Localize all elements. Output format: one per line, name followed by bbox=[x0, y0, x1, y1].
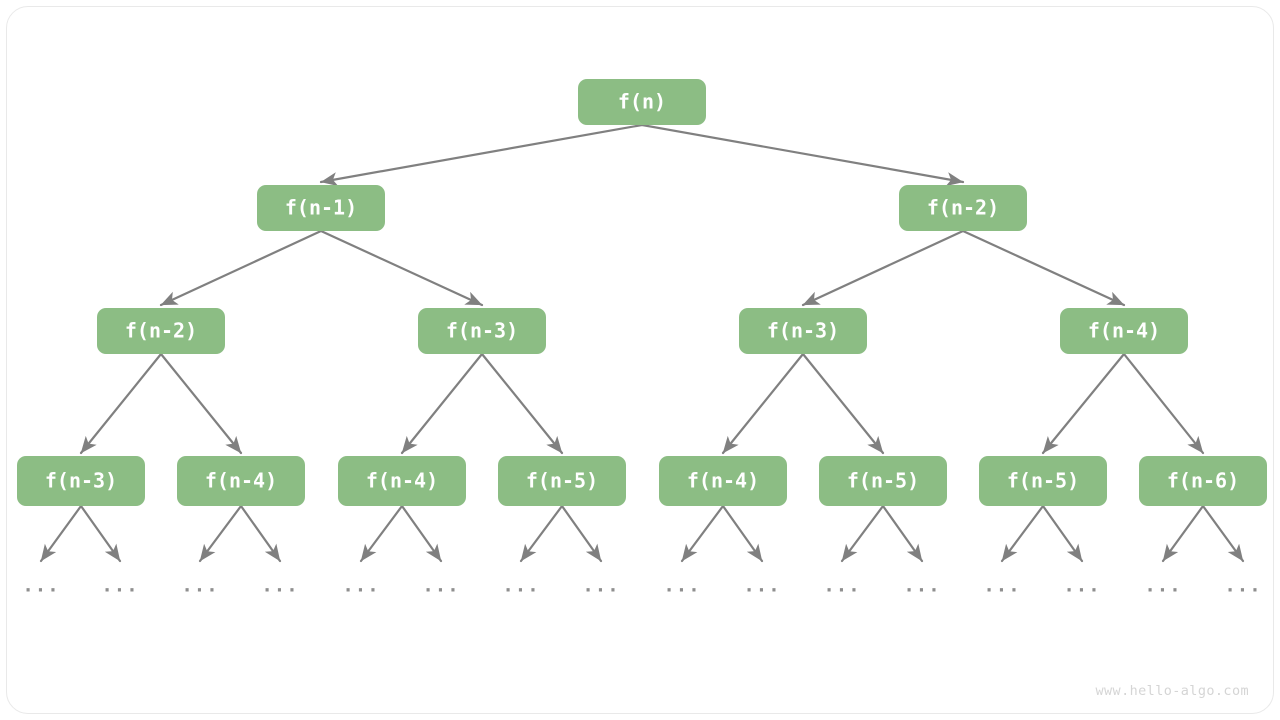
tree-node-label: f(n-5) bbox=[1007, 469, 1079, 493]
tree-node-label: f(n-5) bbox=[847, 469, 919, 493]
tree-node: f(n) bbox=[578, 79, 706, 125]
nodes-layer: f(n) f(n-1) f(n-2) f(n-2) f(n-3) f(n-3) f(n-4)… bbox=[17, 79, 1267, 506]
ellipsis-arrows-layer bbox=[39, 504, 1245, 563]
tree-edge bbox=[801, 229, 965, 307]
tree-node: f(n-4) bbox=[659, 456, 787, 506]
tree-edge-to-ellipsis bbox=[1000, 504, 1045, 563]
tree-edge bbox=[319, 123, 644, 187]
tree-node: f(n-5) bbox=[819, 456, 947, 506]
ellipsis-mark: ... bbox=[823, 575, 860, 597]
tree-node-label: f(n-6) bbox=[1167, 469, 1239, 493]
tree-edge-to-ellipsis bbox=[79, 504, 122, 563]
tree-node-box bbox=[1060, 308, 1188, 354]
tree-edge bbox=[1122, 352, 1205, 455]
tree-node-label: f(n-2) bbox=[927, 196, 999, 220]
tree-node-box bbox=[177, 456, 305, 506]
tree-edge-to-ellipsis bbox=[1201, 504, 1245, 563]
tree-node: f(n-2) bbox=[97, 308, 225, 354]
tree-node-label: f(n-4) bbox=[1088, 319, 1160, 343]
edges-layer bbox=[79, 123, 1205, 455]
tree-node: f(n-4) bbox=[1060, 308, 1188, 354]
tree-edge-to-ellipsis bbox=[1041, 504, 1084, 563]
tree-edge bbox=[79, 352, 163, 455]
tree-edge-to-ellipsis bbox=[39, 504, 83, 563]
tree-edge bbox=[721, 352, 805, 455]
tree-edge-to-ellipsis bbox=[239, 504, 282, 563]
ellipsis-mark: ... bbox=[101, 575, 138, 597]
tree-node-box bbox=[498, 456, 626, 506]
tree-node-box bbox=[979, 456, 1107, 506]
tree-edge-to-ellipsis bbox=[400, 504, 443, 563]
ellipsis-mark: ... bbox=[22, 575, 59, 597]
tree-node-box bbox=[17, 456, 145, 506]
ellipsis-mark: ... bbox=[1144, 575, 1181, 597]
ellipsis-mark: ... bbox=[342, 575, 379, 597]
ellipsis-mark: ... bbox=[1224, 575, 1261, 597]
ellipsis-mark: ... bbox=[422, 575, 459, 597]
tree-node-box bbox=[739, 308, 867, 354]
tree-node-box bbox=[899, 185, 1027, 231]
tree-node: f(n-5) bbox=[979, 456, 1107, 506]
ellipsis-mark: ... bbox=[582, 575, 619, 597]
tree-edge bbox=[159, 229, 323, 307]
ellipsis-mark: ... bbox=[983, 575, 1020, 597]
tree-edge-to-ellipsis bbox=[560, 504, 603, 563]
tree-node: f(n-3) bbox=[739, 308, 867, 354]
tree-node: f(n-6) bbox=[1139, 456, 1267, 506]
tree-edge bbox=[961, 229, 1126, 307]
tree-node-label: f(n-3) bbox=[45, 469, 117, 493]
tree-edge-to-ellipsis bbox=[840, 504, 885, 563]
tree-edge bbox=[319, 229, 484, 307]
tree-node-box bbox=[257, 185, 385, 231]
tree-node-box bbox=[97, 308, 225, 354]
tree-node: f(n-1) bbox=[257, 185, 385, 231]
tree-node-label: f(n-4) bbox=[366, 469, 438, 493]
ellipsis-layer: ........................................… bbox=[22, 575, 1261, 597]
tree-node-box bbox=[1139, 456, 1267, 506]
ellipsis-mark: ... bbox=[261, 575, 298, 597]
tree-node: f(n-4) bbox=[177, 456, 305, 506]
tree-edge bbox=[480, 352, 564, 455]
tree-node-label: f(n-2) bbox=[125, 319, 197, 343]
tree-node: f(n-4) bbox=[338, 456, 466, 506]
tree-edge bbox=[640, 123, 965, 187]
tree-edge-to-ellipsis bbox=[519, 504, 564, 563]
ellipsis-mark: ... bbox=[663, 575, 700, 597]
tree-edge bbox=[159, 352, 243, 455]
tree-node-box bbox=[819, 456, 947, 506]
tree-node-box bbox=[338, 456, 466, 506]
tree-edge-to-ellipsis bbox=[721, 504, 764, 563]
tree-node-label: f(n-3) bbox=[446, 319, 518, 343]
tree-edge-to-ellipsis bbox=[881, 504, 924, 563]
ellipsis-mark: ... bbox=[1063, 575, 1100, 597]
tree-node: f(n-5) bbox=[498, 456, 626, 506]
tree-edge bbox=[1041, 352, 1126, 455]
tree-edge-to-ellipsis bbox=[1161, 504, 1205, 563]
ellipsis-mark: ... bbox=[743, 575, 780, 597]
tree-node-box bbox=[418, 308, 546, 354]
ellipsis-mark: ... bbox=[502, 575, 539, 597]
tree-node-label: f(n-1) bbox=[285, 196, 357, 220]
tree-node-box bbox=[659, 456, 787, 506]
tree-node: f(n-3) bbox=[17, 456, 145, 506]
tree-node-label: f(n-5) bbox=[526, 469, 598, 493]
figure-frame: f(n) f(n-1) f(n-2) f(n-2) f(n-3) f(n-3) f(n-4)… bbox=[6, 6, 1274, 714]
tree-edge-to-ellipsis bbox=[359, 504, 404, 563]
tree-edge-to-ellipsis bbox=[198, 504, 243, 563]
recursion-tree-graphic: f(n) f(n-1) f(n-2) f(n-2) f(n-3) f(n-3) f(n-4)… bbox=[17, 79, 1267, 597]
tree-edge bbox=[400, 352, 484, 455]
tree-node-box bbox=[578, 79, 706, 125]
tree-node-label: f(n-4) bbox=[687, 469, 759, 493]
ellipsis-mark: ... bbox=[181, 575, 218, 597]
tree-node: f(n-2) bbox=[899, 185, 1027, 231]
watermark: www.hello-algo.com bbox=[1095, 683, 1249, 699]
tree-node-label: f(n-4) bbox=[205, 469, 277, 493]
tree-edge bbox=[801, 352, 885, 455]
tree-edge-to-ellipsis bbox=[680, 504, 725, 563]
tree-node-label: f(n-3) bbox=[767, 319, 839, 343]
ellipsis-mark: ... bbox=[903, 575, 940, 597]
tree-node: f(n-3) bbox=[418, 308, 546, 354]
tree-node-label: f(n) bbox=[618, 90, 666, 114]
